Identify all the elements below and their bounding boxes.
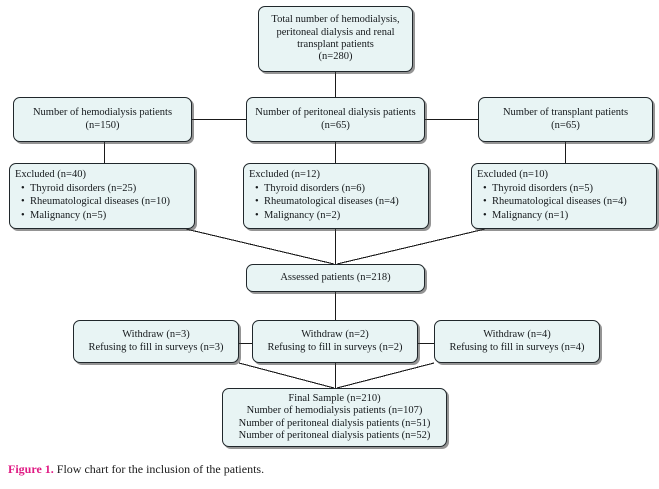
edge-withdrawhd-to-final	[238, 362, 335, 389]
node-withdraw-hemodialysis: Withdraw (n=3) Refusing to fill in surve…	[73, 320, 239, 363]
final-sample-peritoneal: Number of peritoneal dialysis patients (…	[238, 417, 431, 429]
node-transplant-count: (n=65)	[551, 119, 580, 131]
node-total-line-1: Total number of hemodialysis,	[271, 14, 400, 26]
list-item: Thyroid disorders (n=25)	[21, 182, 170, 196]
node-excluded-peritoneal: Excluded (n=12) Thyroid disorders (n=6) …	[243, 163, 429, 229]
edge-excludedhd-to-assessed	[185, 228, 335, 265]
node-final-sample: Final Sample (n=210) Number of hemodialy…	[222, 388, 447, 447]
list-item: Rheumatological diseases (n=4)	[483, 195, 627, 209]
excluded-pd-list: Thyroid disorders (n=6) Rheumatological …	[244, 182, 399, 223]
node-hemodialysis-patients: Number of hemodialysis patients (n=150)	[13, 97, 192, 142]
node-excluded-hemodialysis: Excluded (n=40) Thyroid disorders (n=25)…	[9, 163, 195, 229]
withdraw-hd-line-1: Withdraw (n=3)	[122, 329, 190, 341]
node-peritoneal-dialysis-patients: Number of peritoneal dialysis patients (…	[246, 97, 425, 142]
node-peritoneal-count: (n=65)	[321, 119, 350, 131]
excluded-hd-list: Thyroid disorders (n=25) Rheumatological…	[10, 182, 170, 223]
excluded-hd-heading: Excluded (n=40)	[15, 169, 86, 181]
final-sample-hemodialysis: Number of hemodialysis patients (n=107)	[246, 405, 423, 417]
node-assessed-label: Assessed patients (n=218)	[280, 271, 391, 283]
withdraw-hd-line-2: Refusing to fill in surveys (n=3)	[88, 341, 224, 353]
node-hemodialysis-label: Number of hemodialysis patients	[32, 107, 173, 119]
figure-caption-text: Flow chart for the inclusion of the pati…	[53, 462, 265, 476]
node-total-patients: Total number of hemodialysis, peritoneal…	[258, 6, 413, 72]
node-assessed-patients: Assessed patients (n=218)	[246, 264, 425, 292]
node-peritoneal-label: Number of peritoneal dialysis patients	[255, 107, 416, 119]
excluded-pd-heading: Excluded (n=12)	[249, 169, 320, 181]
withdraw-tx-line-2: Refusing to fill in surveys (n=4)	[449, 341, 585, 353]
excluded-tx-heading: Excluded (n=10)	[477, 169, 548, 181]
withdraw-pd-line-2: Refusing to fill in surveys (n=2)	[267, 341, 403, 353]
list-item: Malignancy (n=1)	[483, 209, 627, 223]
list-item: Rheumatological diseases (n=10)	[21, 195, 170, 209]
node-transplant-patients: Number of transplant patients (n=65)	[478, 97, 653, 142]
list-item: Malignancy (n=2)	[255, 209, 399, 223]
node-total-line-2: peritoneal dialysis and renal	[276, 26, 395, 38]
list-item: Thyroid disorders (n=5)	[483, 182, 627, 196]
node-total-line-3: transplant patients	[297, 39, 374, 50]
withdraw-pd-line-1: Withdraw (n=2)	[301, 329, 369, 341]
edge-withdrawtx-to-final	[336, 362, 435, 389]
node-withdraw-peritoneal: Withdraw (n=2) Refusing to fill in surve…	[252, 320, 418, 363]
node-transplant-label: Number of transplant patients	[502, 107, 629, 119]
list-item: Rheumatological diseases (n=4)	[255, 195, 399, 209]
list-item: Thyroid disorders (n=6)	[255, 182, 399, 196]
node-hemodialysis-count: (n=150)	[85, 119, 120, 131]
edge-excludedtx-to-assessed	[336, 228, 486, 265]
figure-caption: Figure 1. Flow chart for the inclusion o…	[8, 462, 264, 476]
excluded-tx-list: Thyroid disorders (n=5) Rheumatological …	[472, 182, 627, 223]
node-excluded-transplant: Excluded (n=10) Thyroid disorders (n=5) …	[471, 163, 657, 229]
list-item: Malignancy (n=5)	[21, 209, 170, 223]
node-total-count: (n=280)	[318, 51, 353, 63]
node-withdraw-transplant: Withdraw (n=4) Refusing to fill in surve…	[434, 320, 600, 363]
figure-number-label: Figure 1.	[8, 462, 54, 476]
final-sample-total: Final Sample (n=210)	[288, 392, 381, 404]
withdraw-tx-line-1: Withdraw (n=4)	[483, 329, 551, 341]
final-sample-peritoneal-2: Number of peritoneal dialysis patients (…	[238, 429, 431, 441]
